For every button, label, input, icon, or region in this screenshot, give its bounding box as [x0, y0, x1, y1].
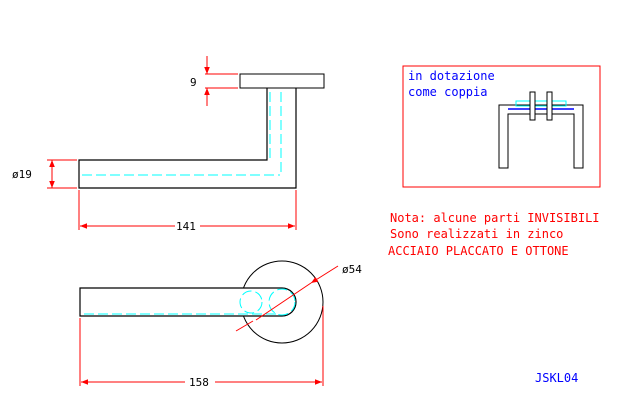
dimension-length-top: [78, 190, 297, 230]
inset-caption-line1: in dotazione: [408, 69, 495, 83]
notes: Nota: alcune parti INVISIBILI Sono reali…: [388, 211, 600, 258]
lever-plan-outline: [79, 287, 297, 317]
dimension-rosette-diameter-label: ø54: [342, 263, 362, 276]
dimension-rosette-diameter: [235, 265, 339, 332]
handle-plan-view: [79, 260, 324, 344]
inset-caption-line2: come coppia: [408, 85, 487, 99]
dimension-thickness: [204, 56, 238, 106]
dimension-length-bottom: [79, 306, 324, 386]
note-line-1: Nota: alcune parti INVISIBILI: [390, 211, 600, 225]
dimension-bar-diameter: [47, 159, 77, 189]
note-line-3: ACCIAIO PLACCATO E OTTONE: [388, 244, 569, 258]
note-line-2: Sono realizzati in zinco: [390, 227, 563, 241]
handle-side-view: [78, 73, 325, 189]
rosette-plate: [239, 73, 325, 89]
dimension-length-top-label: 141: [176, 220, 196, 233]
handle-pair-sketch: [498, 91, 584, 169]
drawing-code: JSKL04: [535, 371, 578, 385]
inset-frame: [402, 65, 601, 188]
dimension-bar-diameter-label: ø19: [12, 168, 32, 181]
lever-outline: [78, 88, 297, 189]
dimension-thickness-label: 9: [190, 76, 197, 89]
hidden-lines: [82, 92, 282, 176]
inset-box: in dotazione come coppia: [402, 65, 601, 188]
dimension-length-bottom-label: 158: [189, 376, 209, 389]
hidden-lines-plan: [84, 288, 296, 316]
